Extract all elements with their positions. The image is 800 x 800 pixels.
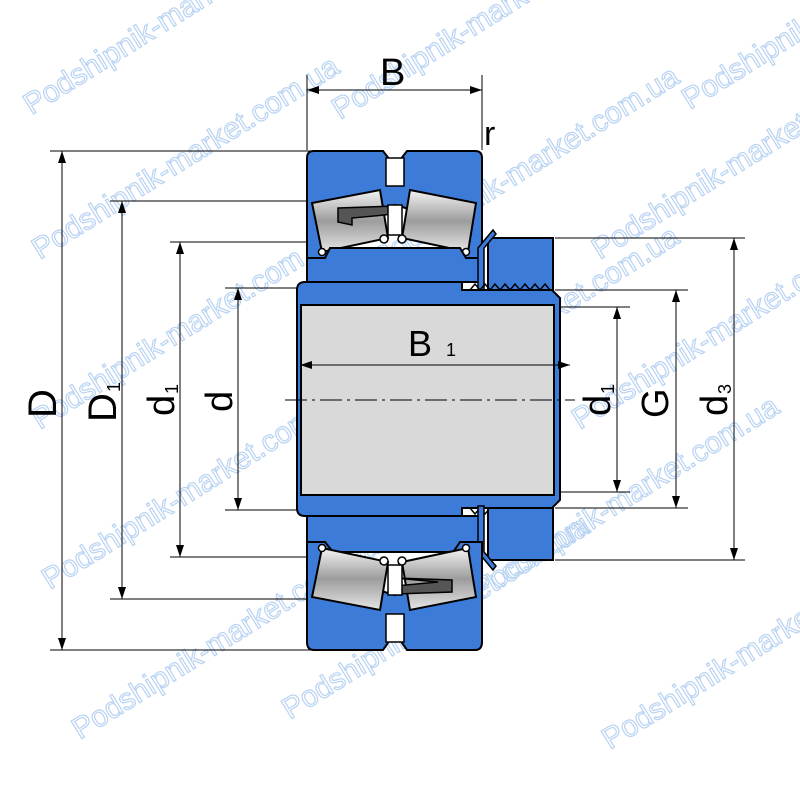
roller-bottom-left bbox=[310, 546, 390, 612]
label-d1-left-subscript: 1 bbox=[162, 384, 182, 394]
cage-bottom bbox=[317, 543, 471, 596]
watermark: Podshipnik-market.com.ua bbox=[676, 0, 800, 116]
inner-ring-top bbox=[306, 247, 483, 283]
label-d3: d bbox=[694, 395, 736, 416]
label-d3-subscript: 3 bbox=[715, 384, 735, 394]
label-D1: D bbox=[81, 393, 125, 422]
watermark: Podshipnik-market.com.ua bbox=[596, 540, 800, 756]
label-d1-right-subscript: 1 bbox=[598, 384, 618, 394]
label-B: B bbox=[380, 52, 405, 94]
adapter-sleeve bbox=[296, 281, 561, 517]
label-d1-right: d bbox=[577, 395, 619, 416]
extension-lines bbox=[50, 75, 745, 651]
label-B1-subscript: 1 bbox=[446, 340, 456, 360]
label-G: G bbox=[635, 388, 677, 418]
label-d1-left: d bbox=[141, 395, 183, 416]
locknut-top bbox=[477, 228, 554, 293]
label-d: d bbox=[199, 391, 241, 412]
label-r: r bbox=[484, 115, 495, 153]
label-D1-subscript: 1 bbox=[104, 382, 124, 392]
label-D: D bbox=[21, 389, 65, 418]
locknut-bottom bbox=[477, 505, 554, 572]
label-B1: B bbox=[408, 323, 432, 364]
dimension-lines bbox=[58, 86, 738, 650]
